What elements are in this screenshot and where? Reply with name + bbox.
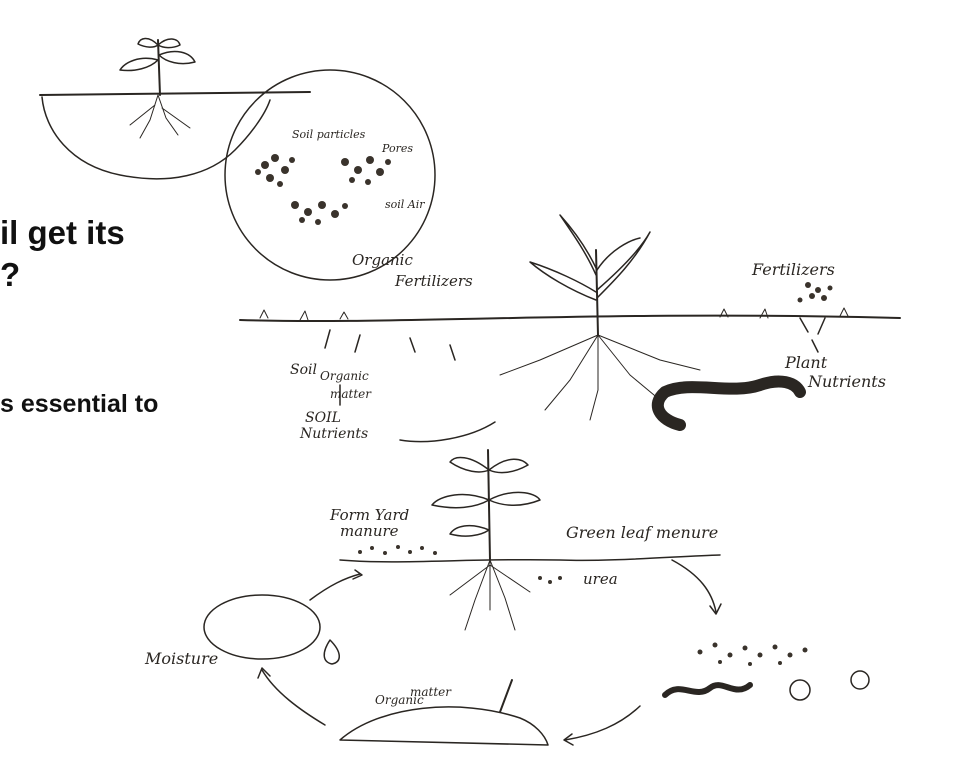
- label-plant-nutrients-1: Plant: [784, 353, 828, 372]
- soil-structure-panel: Soil particles Pores soil Air: [40, 38, 435, 280]
- label-soil-nutrients-2: Nutrients: [299, 426, 368, 442]
- label-urea: urea: [583, 570, 618, 588]
- sapling-icon: [432, 450, 540, 630]
- beetle-icon: [851, 671, 869, 689]
- label-plant-nutrients-2: Nutrients: [807, 372, 886, 391]
- magnified-soil-circle: [225, 70, 435, 280]
- label-pores: Pores: [381, 142, 413, 155]
- label-organic-matter-cycle-2: matter: [410, 685, 452, 699]
- label-organic-matter-2: matter: [330, 387, 372, 401]
- label-moisture: Moisture: [144, 649, 218, 668]
- label-green-leaf-manure: Green leaf menure: [566, 523, 718, 542]
- label-soil-particles: Soil particles: [292, 128, 366, 141]
- compost-heap-icon: [340, 707, 548, 745]
- label-soil-nutrients-1: SOIL: [305, 410, 341, 426]
- moisture-blob-icon: [204, 595, 320, 659]
- organic-cycle-panel: Form Yard manure Green leaf menure urea …: [144, 450, 869, 745]
- seedling-icon: [120, 38, 195, 138]
- decomposer-worm-icon: [665, 685, 750, 695]
- earthworm-icon: [658, 381, 800, 425]
- label-fertilizers: Fertilizers: [751, 260, 835, 279]
- nutrient-panel: Organic Fertilizers Fertilizers Soil Org…: [240, 215, 900, 442]
- label-organic-matter-1: Organic: [320, 369, 369, 383]
- spade-icon: [500, 680, 512, 712]
- water-drop-icon: [324, 640, 339, 664]
- label-farm-yard-manure-2: manure: [340, 522, 399, 540]
- microbe-icon: [790, 680, 810, 700]
- label-soil: Soil: [290, 362, 317, 378]
- label-soil-air: soil Air: [385, 198, 425, 211]
- label-organic-fertilizers-2: Fertilizers: [394, 272, 473, 290]
- label-organic-fertilizers-1: Organic: [352, 251, 413, 269]
